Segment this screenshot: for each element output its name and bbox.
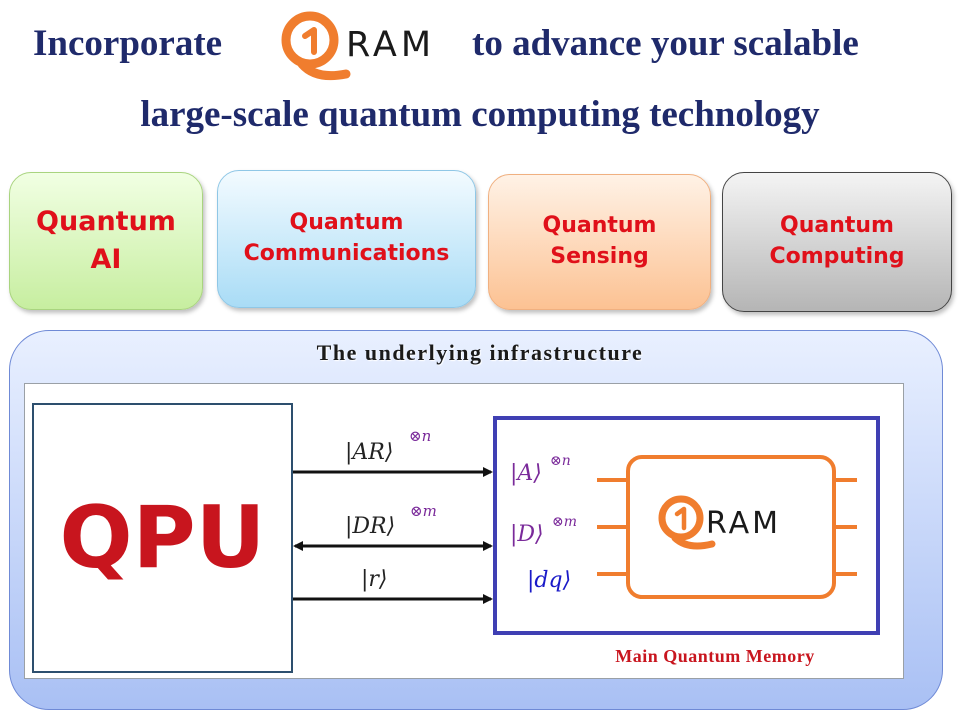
qram-logo-circle [281,11,339,69]
main-memory-box [493,416,880,635]
qram-logo-text: RAM [346,25,435,65]
qram-logo-tail [297,59,351,81]
qram-logo: RAM [272,6,458,86]
card-ai-line1: Quantum [36,206,176,238]
main-memory-caption: Main Quantum Memory [615,646,815,666]
headline-incorporate: Incorporate [33,23,223,64]
card-sens-line1: Quantum [542,213,657,239]
headline-line-2: large-scale quantum computing technology [140,94,820,135]
qpu-label: QPU [59,488,266,588]
card-sens-line2: Sensing [550,244,649,269]
card-comp-line2: Computing [769,244,905,269]
card-comp-line1: Quantum [780,213,894,239]
headline-to-advance: to advance your scalable [472,23,859,64]
card-ai-line2: AI [90,244,122,275]
qpu-box: QPU [32,403,293,673]
infrastructure-title: The underlying infrastructure [316,340,644,365]
card-comm-line2: Communications [243,241,450,266]
qram-logo-one [302,27,317,55]
card-comm-line1: Quantum [289,210,404,236]
